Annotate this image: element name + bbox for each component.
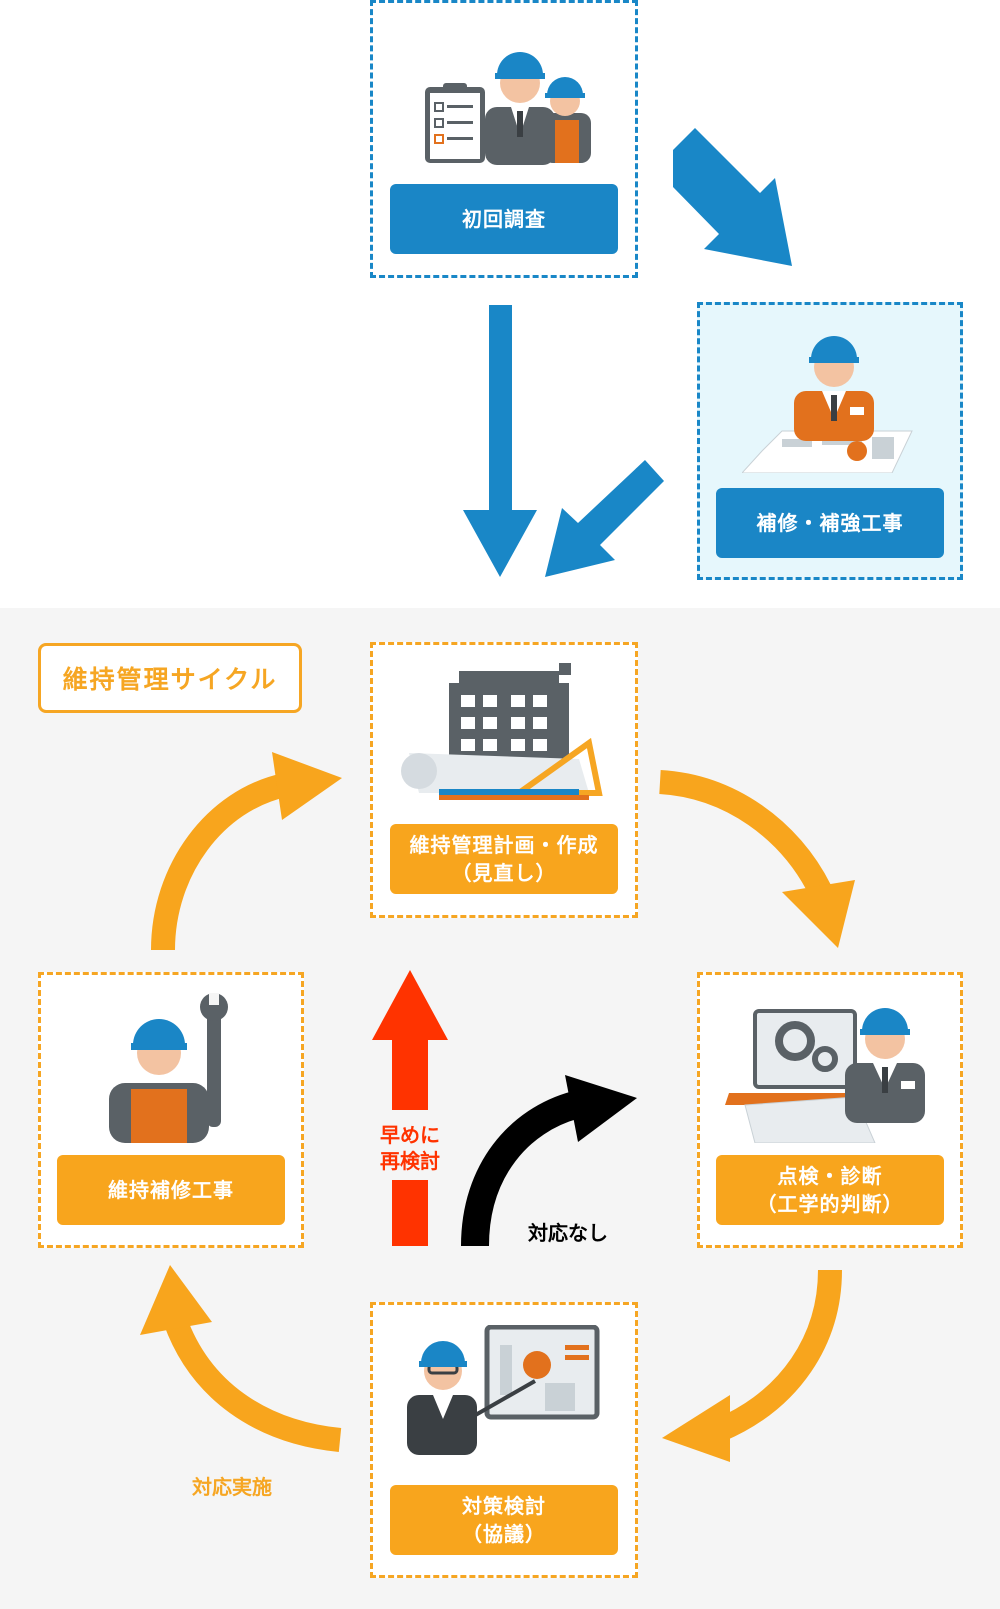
maintenance-repair-card: 維持補修工事: [38, 972, 304, 1248]
arrow-early-review: [372, 970, 448, 1246]
arrow-measures-to-maintenance: [140, 1265, 342, 1452]
cycle-title: 維持管理サイクル: [38, 643, 302, 713]
plan-card: 維持管理計画・作成 （見直し）: [370, 642, 638, 918]
measures-label: 対策検討 （協議）: [390, 1485, 618, 1555]
initial-survey-card: 初回調査: [370, 0, 638, 278]
inspection-card: 点検・診断 （工学的判断）: [697, 972, 963, 1248]
building-blueprint-icon: [401, 663, 603, 800]
worker-with-wrench-icon: [109, 993, 228, 1143]
plan-label: 維持管理計画・作成 （見直し）: [390, 824, 618, 894]
inspection-label: 点検・診断 （工学的判断）: [716, 1155, 944, 1225]
arrow-survey-down: [463, 305, 537, 577]
initial-survey-label: 初回調査: [390, 184, 618, 254]
early-review-note: 早めに 再検討: [380, 1123, 440, 1173]
arrow-survey-to-repair: [673, 128, 792, 266]
arrow-no-action: [461, 1075, 637, 1247]
arrow-inspection-to-measures: [662, 1269, 842, 1462]
repair-reinforce-card: 補修・補強工事: [697, 302, 963, 580]
engineer-with-drawings-icon: [742, 336, 913, 473]
arrow-maintenance-to-plan: [151, 752, 342, 951]
maintenance-repair-label: 維持補修工事: [57, 1155, 285, 1225]
no-action-note: 対応なし: [528, 1221, 608, 1245]
survey-inspectors-icon: [425, 52, 591, 165]
action-taken-note: 対応実施: [192, 1475, 272, 1499]
arrow-plan-to-inspection: [659, 770, 855, 948]
presenter-with-board-icon: [407, 1325, 600, 1455]
arrow-repair-to-cycle: [545, 460, 664, 577]
engineer-with-laptop-icon: [725, 1008, 925, 1143]
repair-reinforce-label: 補修・補強工事: [716, 488, 944, 558]
measures-card: 対策検討 （協議）: [370, 1302, 638, 1578]
